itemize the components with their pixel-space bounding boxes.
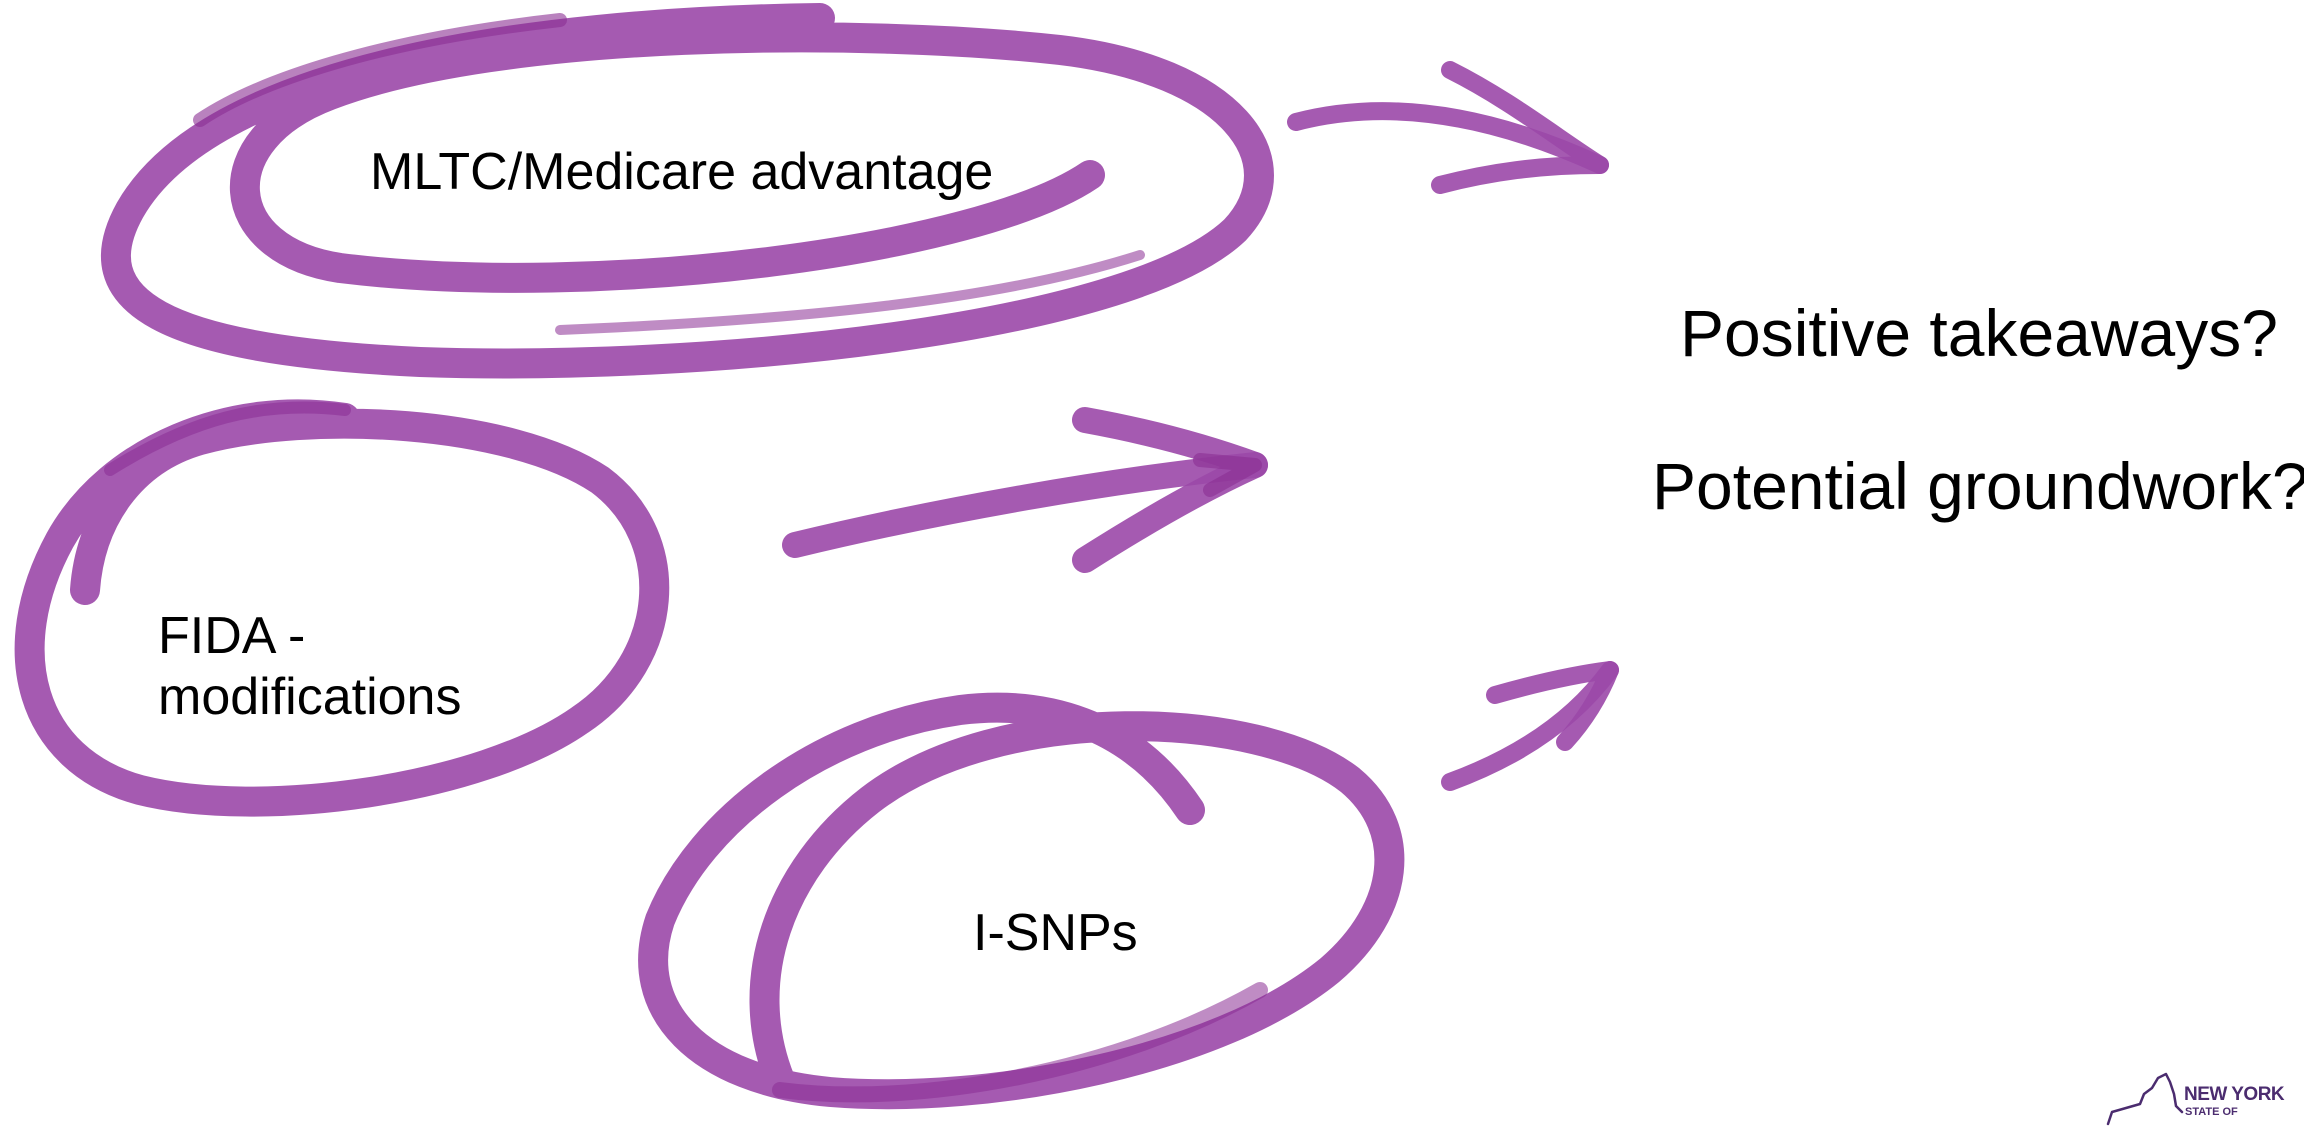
isnps-swirl-loop <box>638 692 1405 1110</box>
logo-text-state-of: STATE OF <box>2185 1106 2238 1118</box>
fida-label-line1: FIDA - <box>158 607 306 665</box>
fida-label-line2: modifications <box>158 668 462 727</box>
mltc-medicare-advantage-label: MLTC/Medicare advantage <box>370 143 994 201</box>
new-york-state-outline-icon <box>2106 1072 2184 1126</box>
positive-takeaways-question: Positive takeaways? <box>1680 296 2278 370</box>
i-snps-label: I-SNPs <box>973 904 1138 962</box>
potential-groundwork-question: Potential groundwork? <box>1652 449 2304 523</box>
logo-text-new-york: NEW YORK <box>2184 1084 2285 1105</box>
arrow-top-right <box>1287 61 1609 194</box>
arrow-bottom-right <box>1441 661 1619 791</box>
nys-logo: NEW YORK STATE OF <box>2100 1068 2304 1126</box>
fida-modifications-label: FIDA - modifications <box>158 606 461 729</box>
mltc-swirl-loop <box>100 3 1274 379</box>
arrow-middle <box>782 407 1268 573</box>
fida-swirl-loop <box>14 399 670 817</box>
